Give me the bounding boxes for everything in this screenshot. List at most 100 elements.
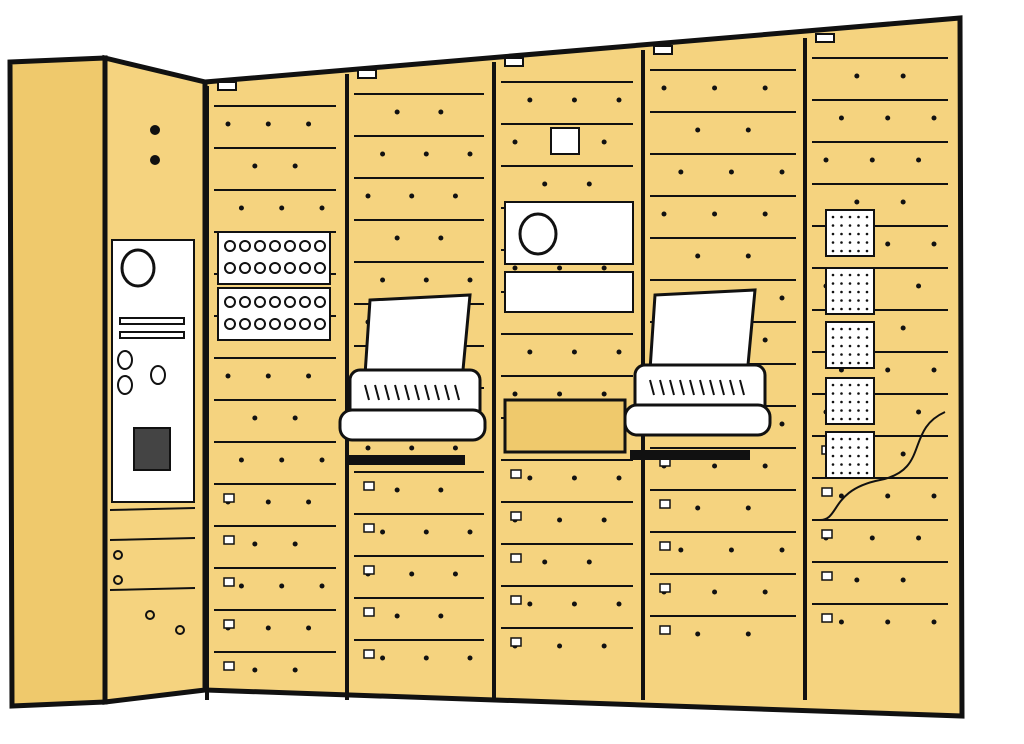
indicator-lamp <box>745 127 751 133</box>
speaker-grille <box>133 427 171 471</box>
teleprinter-key <box>414 384 420 401</box>
indicator-lamp <box>854 577 860 583</box>
patch-hole <box>831 409 835 412</box>
indicator-lamp <box>394 613 400 619</box>
knob <box>299 318 311 330</box>
patch-hole <box>848 327 852 331</box>
indicator-lamp <box>279 583 285 589</box>
indicator-lamp <box>601 391 607 397</box>
indicator-lamp <box>527 475 533 481</box>
patch-hole <box>840 282 843 285</box>
patch-hole <box>857 307 860 311</box>
indicator-lamp <box>616 349 622 355</box>
indicator-lamp <box>885 367 891 373</box>
knob <box>314 296 326 308</box>
drawer-handle <box>659 499 671 509</box>
patch-hole <box>840 215 843 219</box>
indicator-lamp <box>900 199 906 205</box>
indicator-lamp <box>916 283 922 289</box>
indicator-lamp <box>225 121 231 127</box>
indicator-lamp <box>557 643 563 649</box>
patch-hole <box>840 437 843 441</box>
knob <box>224 262 236 274</box>
indicator-lamp <box>745 505 751 511</box>
patch-hole <box>848 463 852 466</box>
indicator-lamp <box>931 241 937 247</box>
indicator-lamp <box>438 613 444 619</box>
patch-hole <box>865 392 869 395</box>
indicator-lamp <box>394 109 400 115</box>
indicator-lamp <box>306 121 312 127</box>
patch-hole <box>865 437 869 441</box>
knob <box>254 262 266 274</box>
teleprinter-key <box>669 379 675 396</box>
indicator-lamp <box>695 253 701 259</box>
drawer-handle <box>363 607 375 617</box>
patch-hole <box>831 282 835 285</box>
patch-hole <box>840 299 843 302</box>
indicator-lamp <box>252 163 258 169</box>
indicator-lamp <box>661 85 667 91</box>
indicator-lamp <box>542 559 548 565</box>
indicator-lamp <box>916 409 922 415</box>
indicator-lamp <box>527 601 533 607</box>
drawer-handle <box>510 637 522 647</box>
patch-hole <box>840 273 843 277</box>
knob <box>299 262 311 274</box>
patch-hole <box>848 409 852 412</box>
patch-hole <box>831 361 835 365</box>
knob <box>269 296 281 308</box>
patch-hole <box>831 224 835 227</box>
indicator-lamp <box>512 391 518 397</box>
patch-hole <box>840 224 843 227</box>
patch-hole <box>840 249 843 253</box>
patch-hole <box>848 282 852 285</box>
rack-details <box>109 125 946 635</box>
teleprinter-key <box>739 379 745 396</box>
indicator-lamp <box>306 373 312 379</box>
indicator-lamp <box>779 169 785 175</box>
knob <box>239 240 251 252</box>
drawer-handle <box>223 577 235 587</box>
indicator-lamp <box>854 199 860 205</box>
indicator-lamp <box>409 571 415 577</box>
indicator-lamp <box>601 265 607 271</box>
drawer-line <box>109 507 196 511</box>
teleprinter-key <box>709 379 715 396</box>
teleprinter-key <box>649 379 655 396</box>
indicator-lamp <box>238 583 244 589</box>
knob <box>254 318 266 330</box>
indicator-lamp <box>438 235 444 241</box>
drawer-handle <box>659 541 671 551</box>
indicator-lamp <box>616 97 622 103</box>
patch-hole <box>831 463 835 466</box>
teleprinter-key <box>679 379 685 396</box>
patch-hole <box>840 409 843 412</box>
indicator-lamp <box>762 85 768 91</box>
indicator-lamp <box>225 373 231 379</box>
patch-hole <box>848 417 852 421</box>
patch-hole <box>831 417 835 421</box>
patch-hole <box>857 282 860 285</box>
patch-hole <box>848 241 852 244</box>
patch-hole <box>857 383 860 387</box>
indicator-lamp <box>728 547 734 553</box>
drawer-handle <box>510 595 522 605</box>
indicator-lamp <box>712 463 718 469</box>
teleprinter-key <box>444 384 450 401</box>
patch-hole <box>865 241 869 244</box>
indicator-lamp <box>380 151 386 157</box>
knob <box>239 318 251 330</box>
indicator-lamp <box>779 547 785 553</box>
patch-hole <box>831 327 835 331</box>
teleprinter-key <box>454 384 460 401</box>
patch-hole <box>857 437 860 441</box>
indicator-lamp <box>616 475 622 481</box>
switch <box>145 610 155 620</box>
knob <box>314 318 326 330</box>
patch-hole <box>840 471 843 475</box>
knob <box>284 240 296 252</box>
patch-hole <box>857 344 860 348</box>
drawer-handle <box>510 511 522 521</box>
